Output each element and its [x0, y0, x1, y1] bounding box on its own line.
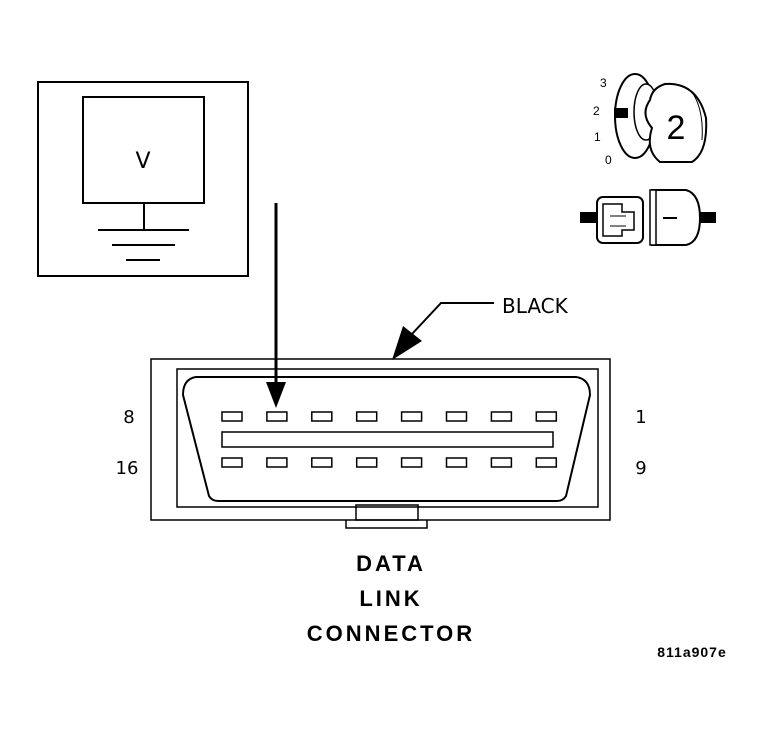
connector-outer-housing — [150, 358, 611, 521]
ignition-switch: 3 2 1 0 2 — [593, 73, 708, 167]
top-row-pin — [221, 411, 243, 422]
bottom-row-pin — [535, 457, 558, 468]
pin-label-bottom-left: 16 — [116, 458, 139, 479]
connector-title: DATA LINK CONNECTOR — [307, 551, 475, 646]
top-row-pin — [355, 411, 378, 422]
ignition-position-0: 0 — [605, 153, 612, 167]
top-row-pin — [535, 411, 558, 422]
top-row-pin — [266, 411, 288, 422]
connector-inner-frame — [176, 368, 599, 508]
top-row-pin — [400, 411, 423, 422]
wire-color-callout: BLACK — [392, 294, 569, 360]
connector-latch-tab — [355, 504, 419, 521]
connector-top-pin-row — [221, 411, 558, 422]
pin-label-top-left: 8 — [123, 407, 134, 428]
connector-latch — [345, 520, 428, 529]
title-line-connector: CONNECTOR — [307, 621, 475, 646]
voltmeter-symbol: V — [135, 149, 150, 174]
voltmeter-outer-frame — [37, 81, 249, 277]
bottom-row-pin — [445, 457, 468, 468]
pin-label-top-right: 1 — [635, 407, 646, 428]
bottom-row-pin — [221, 457, 243, 468]
ignition-position-2: 2 — [593, 104, 600, 118]
bottom-row-pin — [266, 457, 288, 468]
pin-label-bottom-right: 9 — [635, 458, 646, 479]
title-line-link: LINK — [359, 586, 422, 611]
connector-plug-icon — [580, 189, 716, 246]
title-line-data: DATA — [356, 551, 426, 576]
connector-center-key — [221, 431, 554, 448]
figure-id: 811a907e — [657, 644, 727, 660]
ignition-position-3: 3 — [600, 76, 607, 90]
bottom-row-pin — [311, 457, 333, 468]
ignition-key-icon — [614, 73, 708, 163]
bottom-row-pin — [490, 457, 513, 468]
connector-face — [181, 376, 592, 502]
data-link-connector: 8 1 16 9 — [116, 358, 647, 529]
top-row-pin — [490, 411, 513, 422]
bottom-row-pin — [400, 457, 423, 468]
probe-arrow-icon — [266, 203, 286, 408]
connector-bottom-pin-row — [221, 457, 558, 468]
top-row-pin — [311, 411, 333, 422]
bottom-row-pin — [355, 457, 378, 468]
wire-color-label: BLACK — [502, 294, 569, 318]
ground-symbol-icon — [98, 203, 189, 261]
ignition-position-1: 1 — [594, 130, 601, 144]
ignition-selected-position: 2 — [667, 109, 686, 147]
top-row-pin — [445, 411, 468, 422]
voltmeter: V — [37, 81, 249, 277]
